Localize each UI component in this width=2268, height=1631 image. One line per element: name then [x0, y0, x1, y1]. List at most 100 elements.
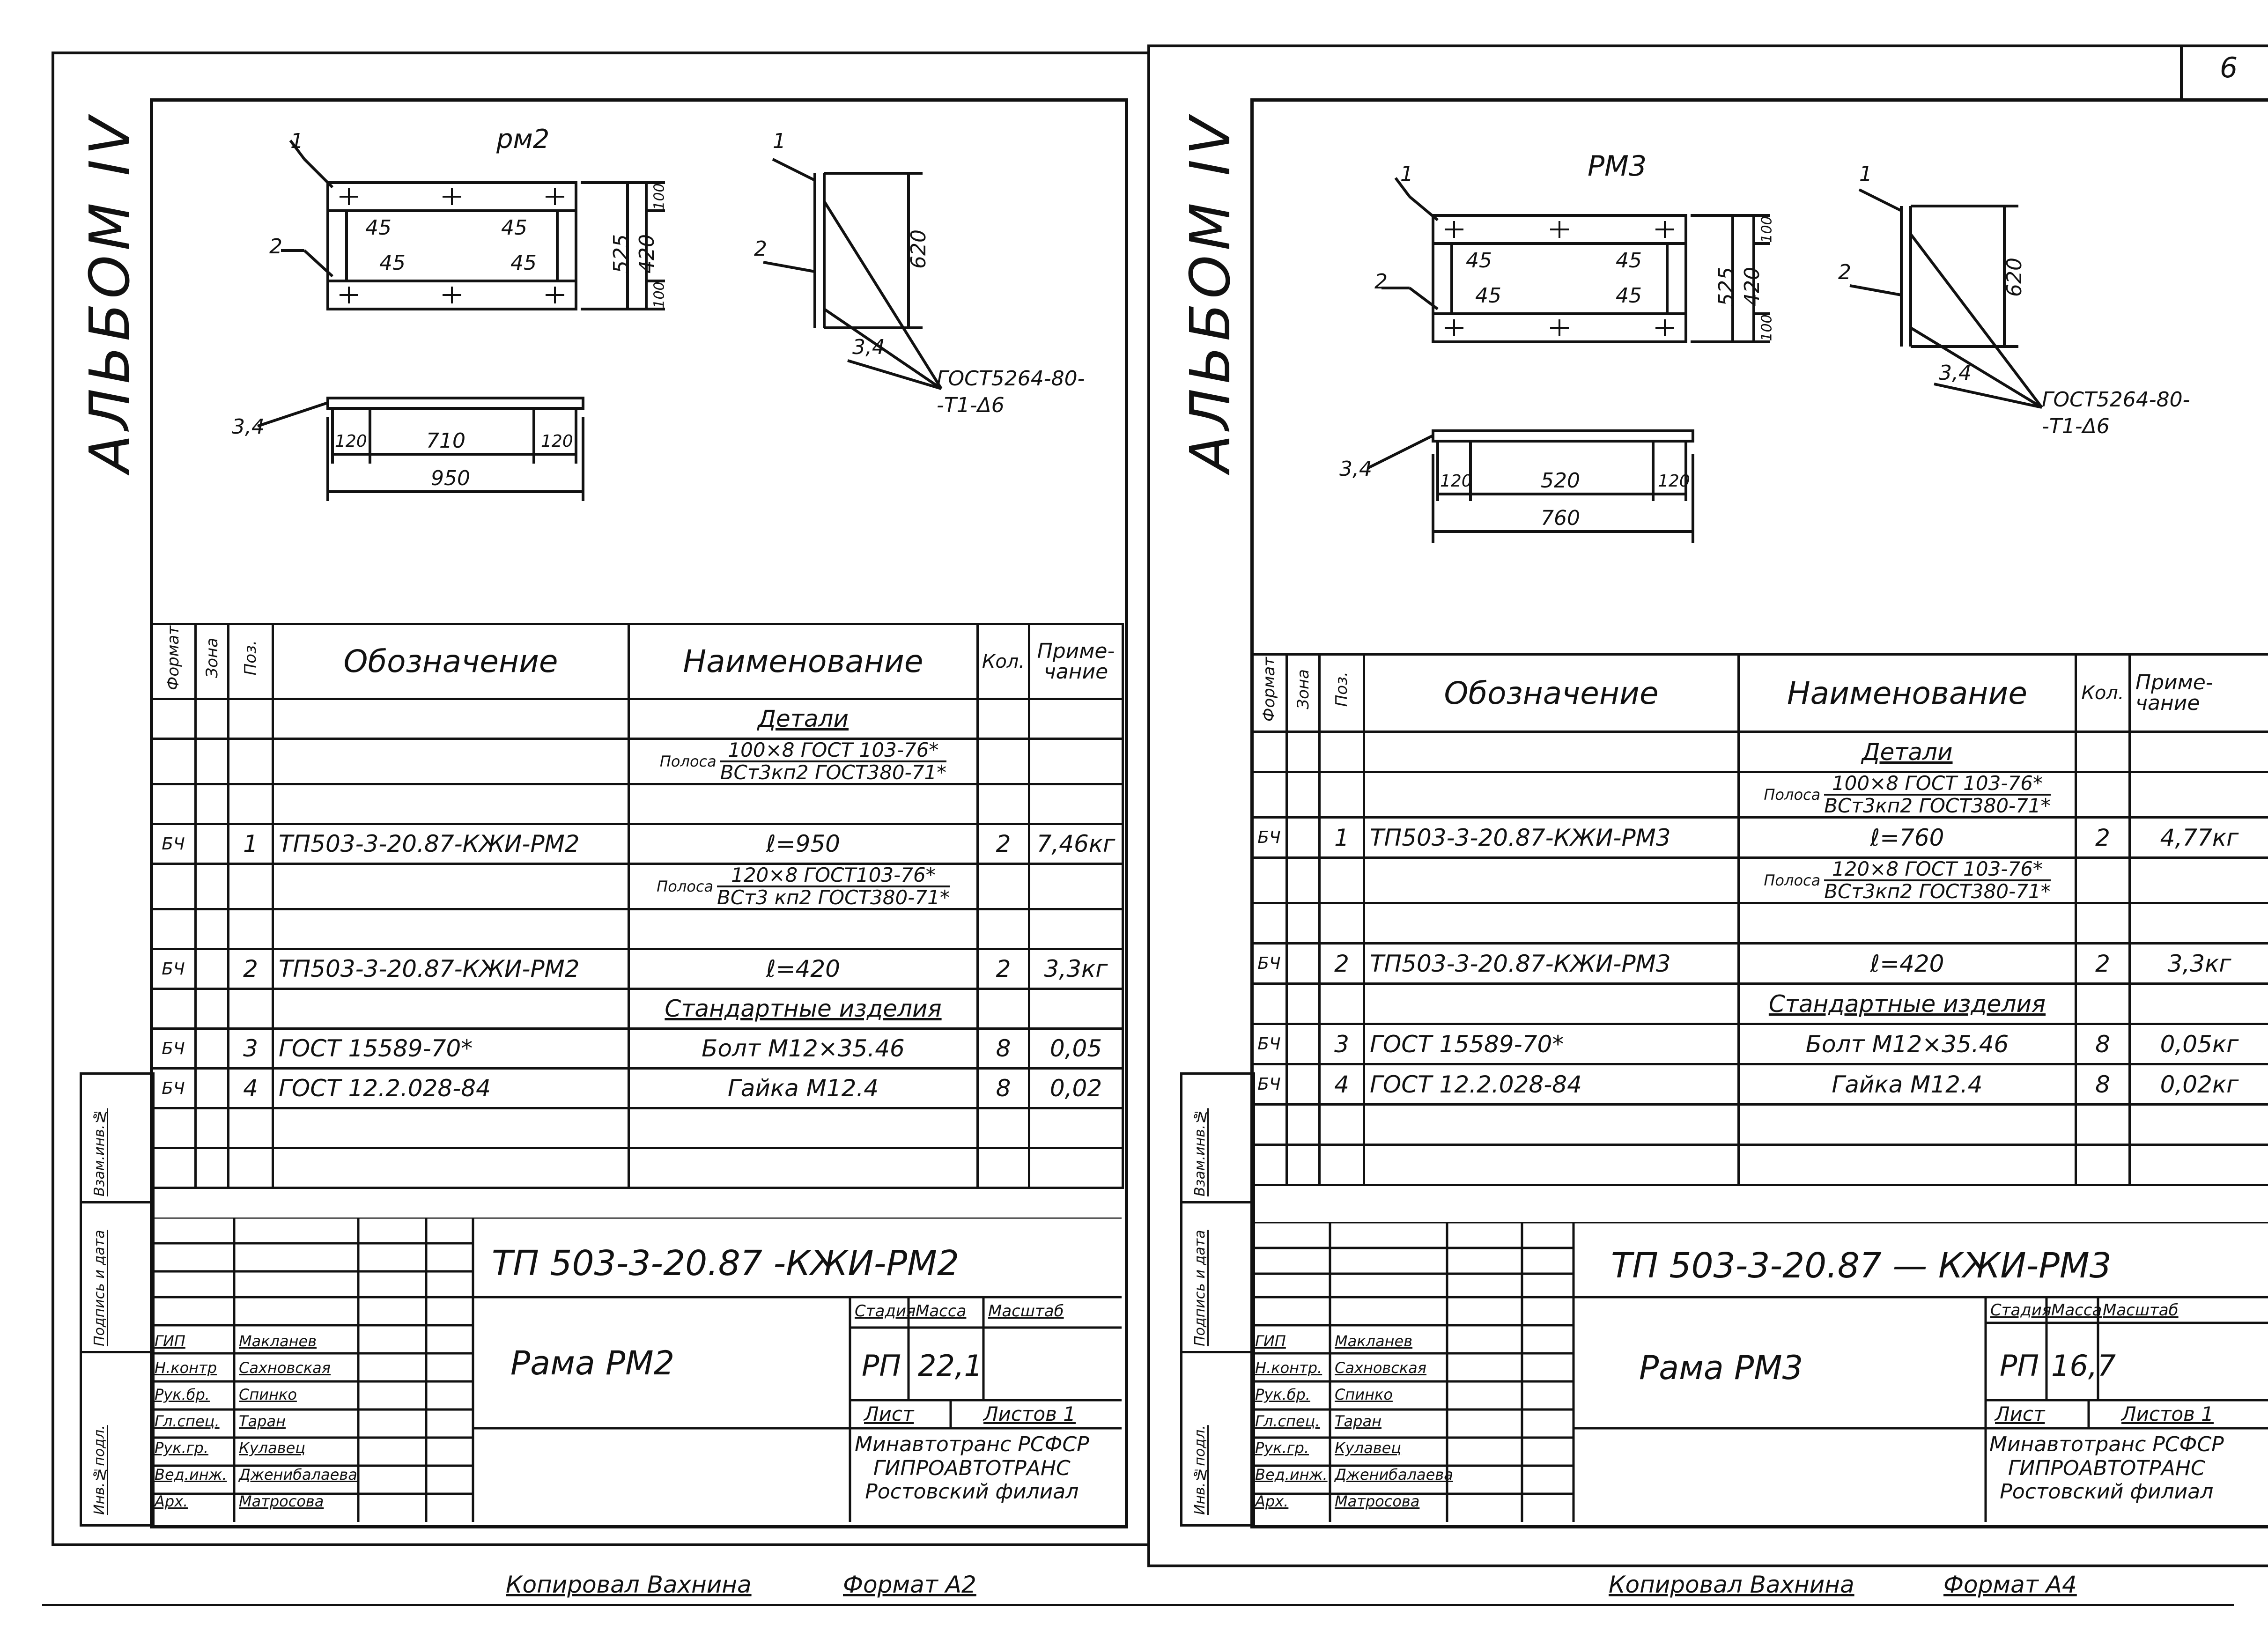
cell-designation — [1363, 731, 1740, 773]
dim-45-d: 45 — [1616, 284, 1642, 308]
cell-zone — [1285, 1023, 1321, 1066]
dim-100-top: 100 — [1758, 216, 1775, 243]
hdr-scale: Масштаб — [2103, 1301, 2179, 1320]
cell-position — [1318, 902, 1365, 945]
cell-position — [227, 783, 274, 826]
dim-525: 525 — [1714, 267, 1738, 306]
dim-710: 710 — [426, 429, 465, 453]
dim-100-top: 100 — [651, 183, 668, 210]
cell-designation — [272, 863, 630, 911]
cell-position: 1 — [227, 823, 274, 865]
hdr-stage: Стадия — [855, 1302, 916, 1321]
cell-quantity: 8 — [976, 1027, 1030, 1070]
cell-name: Гайка М12.4 — [628, 1067, 979, 1110]
cell-name — [1737, 1103, 2077, 1146]
cell-designation — [272, 783, 630, 826]
staff-role: Рук.гр. — [155, 1439, 209, 1457]
sheet-border — [52, 52, 1150, 1546]
cell-format: БЧ — [1250, 1063, 1288, 1106]
title-block: ТП 503-3-20.87 -КЖИ-РМ2 Рама РМ2 Стадия … — [150, 1218, 1122, 1522]
cell-note: 4,77кг — [2128, 816, 2268, 859]
cell-quantity: 8 — [2075, 1063, 2131, 1106]
staff-role: Арх. — [1255, 1492, 1289, 1510]
dim-45-c: 45 — [379, 251, 406, 275]
cell-designation: ТП503-3-20.87-КЖИ-РМ2 — [272, 823, 630, 865]
cell-name: Детали — [628, 698, 979, 740]
staff-role: Рук.гр. — [1255, 1439, 1309, 1457]
cell-format: БЧ — [1250, 942, 1288, 985]
staff-role: ГИП — [155, 1332, 185, 1350]
organization: Минавтотранс РСФСР ГИПРОАВТОТРАНС Ростов… — [855, 1432, 1089, 1504]
stage-value: РП — [2000, 1349, 2039, 1383]
cell-position — [227, 908, 274, 951]
cell-name: Детали — [1737, 731, 2077, 773]
cell-designation — [272, 737, 630, 786]
cell-format: БЧ — [150, 1067, 197, 1110]
hdr-mass: Масса — [2051, 1301, 2102, 1320]
cell-quantity — [976, 1147, 1030, 1189]
side-callout-1: 1 — [773, 129, 786, 153]
col-name: Наименование — [1737, 653, 2077, 733]
dim-950: 950 — [431, 466, 470, 490]
cell-designation: ТП503-3-20.87-КЖИ-РМ3 — [1363, 816, 1740, 859]
cell-zone — [194, 908, 229, 951]
cell-zone — [194, 823, 229, 865]
drawing-area: рм2 1 2 3,4 1 2 3,4 45 45 45 45 525 420 … — [150, 98, 1122, 613]
cell-name — [1737, 1144, 2077, 1187]
cell-name: ℓ=760 — [1737, 816, 2077, 859]
col-designation: Обозначение — [272, 623, 630, 700]
staff-role: Рук.бр. — [155, 1386, 210, 1403]
cell-zone — [194, 1147, 229, 1189]
staff-role: Гл.спец. — [1255, 1412, 1320, 1430]
cell-quantity: 8 — [976, 1067, 1030, 1110]
cell-zone — [194, 1107, 229, 1150]
cell-position — [227, 1107, 274, 1150]
staff-role: Гл.спец. — [155, 1412, 220, 1430]
cell-name: ℓ=950 — [628, 823, 979, 865]
cell-position — [1318, 731, 1365, 773]
staff-name: Таран — [239, 1412, 286, 1430]
side-callout-3-4: 3,4 — [1939, 361, 1972, 385]
cell-quantity: 2 — [976, 948, 1030, 990]
cell-note — [1028, 737, 1124, 786]
cell-name — [1737, 902, 2077, 945]
sheet-left: АЛЬБОМ IV Взам.инв.№ Подпись и дата Инв.… — [52, 52, 1150, 1598]
title-block: ТП 503-3-20.87 — КЖИ-РМ3 Рама РМ3 Стадия… — [1250, 1222, 2268, 1522]
footer-format: Формат А4 — [1943, 1571, 2077, 1598]
cell-zone — [1285, 770, 1321, 819]
cell-zone — [194, 988, 229, 1030]
side-label-replace: Взам.инв.№ — [91, 1108, 108, 1196]
col-designation: Обозначение — [1363, 653, 1740, 733]
cell-format — [1250, 1103, 1288, 1146]
cell-quantity: 2 — [2075, 942, 2131, 985]
cell-designation — [272, 1147, 630, 1189]
col-qty: Кол. — [976, 623, 1030, 700]
dim-45-a: 45 — [1466, 249, 1492, 273]
cell-position — [1318, 856, 1365, 905]
cell-format — [150, 1147, 197, 1189]
staff-name: Дженибалаева — [1335, 1466, 1453, 1483]
table-row — [150, 1147, 1124, 1189]
callout-2: 2 — [269, 235, 282, 258]
cell-format — [150, 737, 197, 786]
staff-role: Вед.инж. — [1255, 1466, 1328, 1483]
drawing-area: РМ3 1 2 3,4 1 2 3,4 45 45 45 45 525 420 … — [1250, 98, 2268, 642]
cell-position: 2 — [227, 948, 274, 990]
staff-role: Н.контр. — [1255, 1359, 1322, 1377]
cell-designation — [272, 698, 630, 740]
staff-role: ГИП — [1255, 1332, 1286, 1350]
cell-format — [150, 908, 197, 951]
cell-designation: ТП503-3-20.87-КЖИ-РМ2 — [272, 948, 630, 990]
cell-zone — [1285, 731, 1321, 773]
table-row: Стандартные изделия — [1250, 982, 2268, 1026]
cell-designation — [1363, 1144, 1740, 1187]
side-callout-3-4: 3,4 — [852, 335, 885, 359]
dim-525: 525 — [609, 234, 633, 273]
cell-designation — [1363, 982, 1740, 1026]
cell-note — [1028, 698, 1124, 740]
staff-role: Вед.инж. — [155, 1466, 227, 1483]
